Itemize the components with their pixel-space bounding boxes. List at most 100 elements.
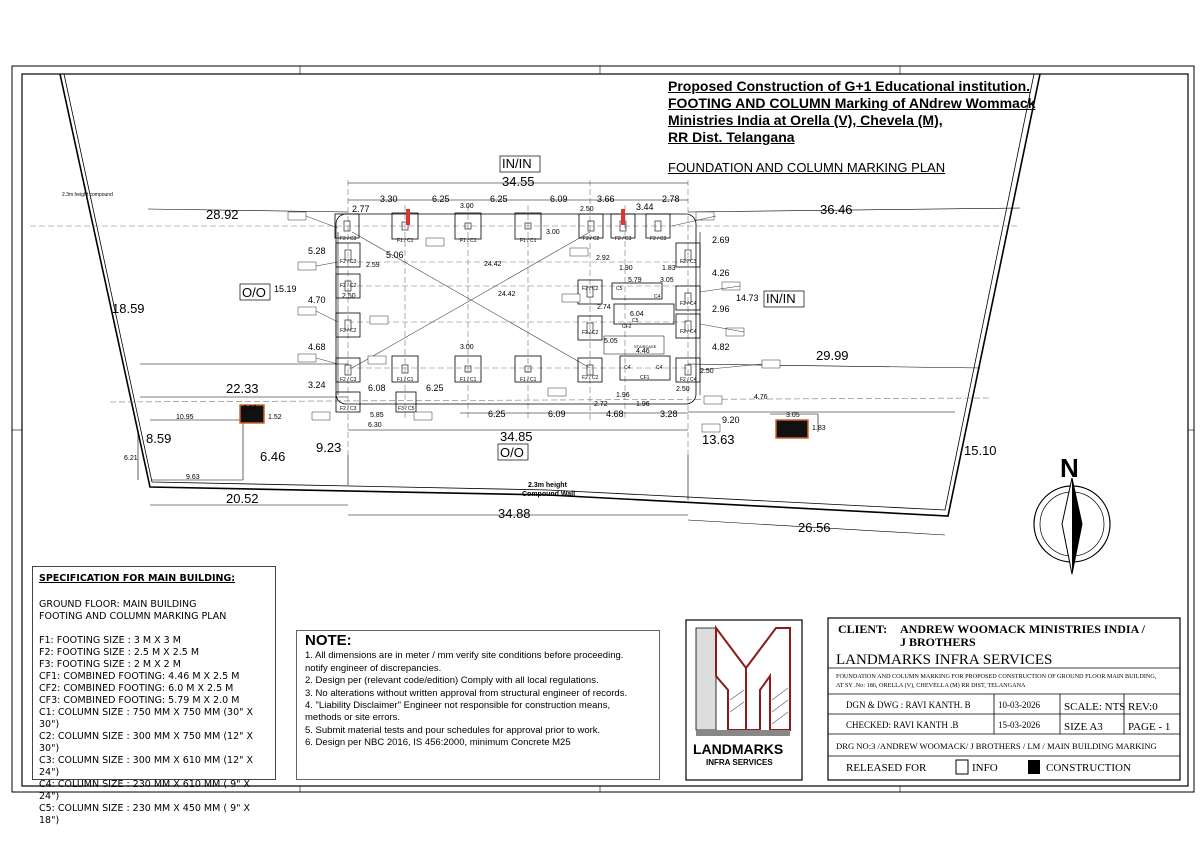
desc-line-1: FOUNDATION AND COLUMN MARKING FOR PROPOS…	[836, 673, 1157, 680]
in-in-right: IN/IN	[766, 291, 796, 306]
note-item: 5. Submit material tests and pour schedu…	[305, 724, 601, 736]
checked-date: 15-03-2026	[998, 720, 1040, 730]
o-o-left: O/O	[242, 285, 266, 300]
columns	[343, 220, 692, 376]
svg-text:2.72: 2.72	[594, 401, 608, 408]
svg-text:F1 / C1: F1 / C1	[520, 238, 537, 244]
note-item: 2. Design per (relevant code/edition) Co…	[305, 675, 599, 687]
svg-text:1.83: 1.83	[662, 265, 676, 272]
svg-text:4.68: 4.68	[308, 342, 326, 352]
svg-text:2.77: 2.77	[352, 204, 370, 214]
staircase-label: STAIRCASE	[634, 344, 657, 349]
title-block-texts: CLIENT: ANDREW WOOMACK MINISTRIES INDIA …	[836, 622, 1170, 774]
title-line-2: FOOTING AND COLUMN Marking of ANdrew Wom…	[668, 95, 1036, 111]
compound-wall-label-1: 2.3m height	[528, 482, 568, 489]
svg-text:6.25: 6.25	[426, 383, 444, 393]
svg-text:3.05: 3.05	[660, 277, 674, 284]
page: PAGE - 1	[1128, 721, 1170, 733]
compound-small-label: 2.3m height compound	[62, 192, 113, 198]
dgn: DGN & DWG : RAVI KANTH. B	[846, 700, 971, 710]
note-item: notify engineer of discrepancies.	[305, 662, 442, 674]
north-label: N	[1060, 453, 1079, 483]
svg-text:F2 / C4: F2 / C4	[680, 301, 697, 307]
svg-text:1.83: 1.83	[812, 425, 826, 432]
plan-texts: IN/IN IN/IN O/O O/O 34.55 34.85 3.30 6.2…	[62, 155, 1079, 535]
svg-text:2.96: 2.96	[712, 304, 730, 314]
svg-text:18.59: 18.59	[112, 301, 145, 316]
logo-line-1: LANDMARKS	[693, 741, 783, 757]
svg-text:5.85: 5.85	[370, 412, 384, 419]
dimension-lines	[137, 182, 1021, 536]
svg-text:3.00: 3.00	[460, 203, 474, 210]
size: SIZE A3	[1064, 721, 1103, 733]
drg-no: DRG NO:3 /ANDREW WOOMACK/ J BROTHERS / L…	[836, 741, 1157, 751]
o-o-bottom: O/O	[500, 445, 524, 460]
title-line-4: RR Dist. Telangana	[668, 129, 795, 145]
svg-text:F1 / C1: F1 / C1	[460, 377, 477, 383]
svg-text:3.00: 3.00	[460, 344, 474, 351]
construction-checkbox[interactable]	[1028, 760, 1040, 774]
rev: REV:0	[1128, 701, 1158, 713]
svg-text:9.23: 9.23	[316, 440, 341, 455]
svg-text:26.56: 26.56	[798, 520, 831, 535]
logo-texts: LANDMARKS INFRA SERVICES	[693, 741, 783, 767]
client-label: CLIENT:	[838, 622, 887, 636]
svg-text:3.44: 3.44	[636, 202, 654, 212]
svg-text:4.82: 4.82	[712, 342, 730, 352]
svg-text:2.92: 2.92	[596, 255, 610, 262]
svg-text:C5: C5	[616, 286, 623, 292]
plan-title: FOUNDATION AND COLUMN MARKING PLAN	[668, 160, 946, 175]
spec-item: CF1: COMBINED FOOTING: 4.46 M X 2.5 M	[39, 671, 240, 682]
svg-text:F2 / C2: F2 / C2	[582, 375, 599, 381]
svg-text:F1 / C1: F1 / C1	[397, 238, 414, 244]
svg-text:F1 / C1: F1 / C1	[460, 238, 477, 244]
svg-text:F2 / C3: F2 / C3	[340, 377, 357, 383]
border-ticks	[12, 66, 1194, 792]
highlighted-columns	[406, 209, 625, 225]
svg-text:6.25: 6.25	[488, 409, 506, 419]
svg-text:2.50: 2.50	[342, 293, 356, 300]
logo-graphic	[685, 619, 803, 781]
svg-text:29.99: 29.99	[816, 348, 849, 363]
spec-item: C1: COLUMN SIZE : 750 MM X 750 MM (30" X…	[39, 707, 254, 730]
svg-text:2.59: 2.59	[366, 262, 380, 269]
svg-text:22.33: 22.33	[226, 381, 259, 396]
svg-text:6.30: 6.30	[368, 422, 382, 429]
svg-text:6.09: 6.09	[548, 409, 566, 419]
svg-text:2.13: 2.13	[243, 405, 257, 412]
compound-wall-label-2: Compound Wall	[522, 491, 575, 498]
notes-box: NOTE: 1. All dimensions are in meter / m…	[296, 630, 660, 780]
svg-text:F2 / C2: F2 / C2	[583, 236, 600, 242]
septic-marker	[775, 419, 809, 439]
svg-text:6.21: 6.21	[124, 455, 138, 462]
spec-item: F2: FOOTING SIZE : 2.5 M X 2.5 M	[39, 647, 200, 658]
client-name: ANDREW WOOMACK MINISTRIES INDIA /	[900, 622, 1146, 636]
footings	[334, 212, 701, 413]
svg-text:CF1: CF1	[640, 375, 650, 381]
spec-item: CF2: COMBINED FOOTING: 6.0 M X 2.5 M	[39, 683, 234, 694]
svg-text:F2 / C3: F2 / C3	[650, 236, 667, 242]
svg-text:F2 / C3: F2 / C3	[615, 236, 632, 242]
svg-text:2.50: 2.50	[676, 386, 690, 393]
note-item: 4. "Liability Disclaimer" Engineer not r…	[305, 700, 611, 712]
svg-text:1.52: 1.52	[268, 414, 282, 421]
site-boundary	[59, 73, 1041, 517]
svg-text:1.96: 1.96	[616, 392, 630, 399]
svg-text:6.09: 6.09	[550, 194, 568, 204]
svg-text:3.66: 3.66	[597, 194, 615, 204]
drawing-title: Proposed Construction of G+1 Educational…	[668, 78, 1048, 146]
svg-text:10.95: 10.95	[176, 414, 194, 421]
spec-item: C5: COLUMN SIZE : 230 MM X 450 MM ( 9" X…	[39, 803, 251, 826]
svg-text:3.00: 3.00	[546, 229, 560, 236]
svg-text:CF2: CF2	[622, 324, 632, 330]
svg-text:C5: C5	[632, 318, 639, 324]
svg-text:2.74: 2.74	[597, 304, 611, 311]
spec-list: F1: FOOTING SIZE : 3 M X 3 M F2: FOOTING…	[39, 635, 269, 827]
spec-intro: GROUND FLOOR: MAIN BUILDING FOOTING AND …	[39, 599, 227, 622]
released-for: RELEASED FOR	[846, 762, 927, 774]
spec-heading: SPECIFICATION FOR MAIN BUILDING:	[39, 573, 236, 584]
svg-text:24.42: 24.42	[484, 261, 502, 268]
svg-text:6.46: 6.46	[260, 449, 285, 464]
svg-text:4.68: 4.68	[606, 409, 624, 419]
outer-border	[11, 65, 1195, 793]
